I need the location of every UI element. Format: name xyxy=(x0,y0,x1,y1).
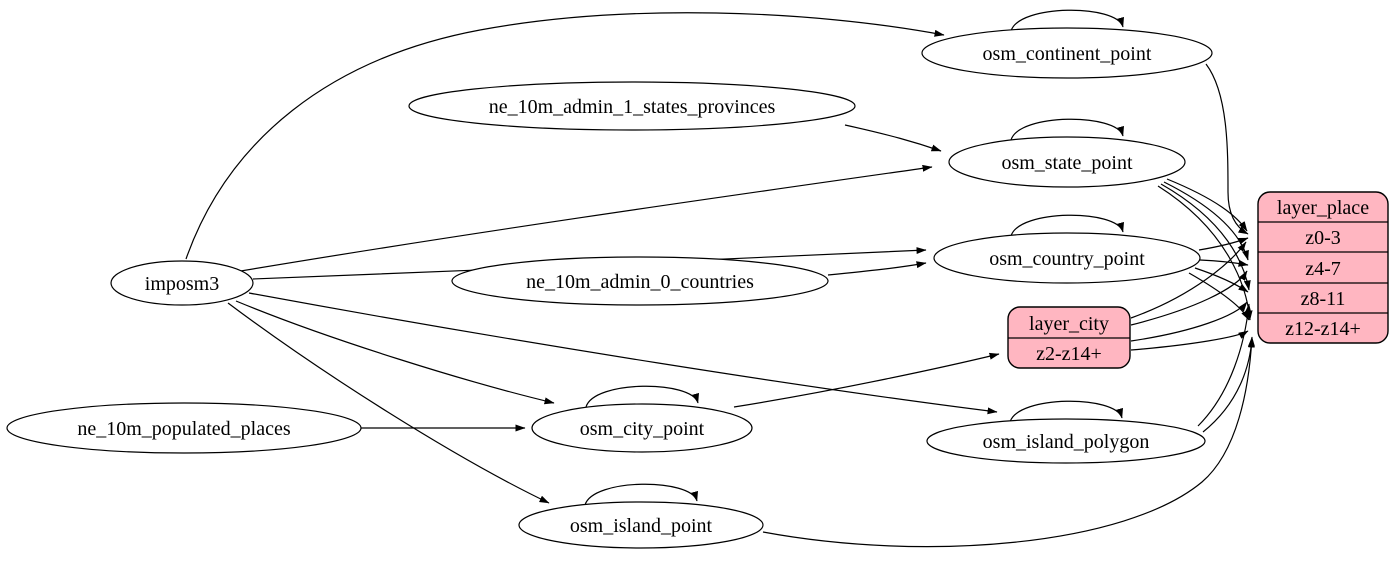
osm_continent_point-label: osm_continent_point xyxy=(983,43,1152,65)
osm_state_point-shape xyxy=(948,136,1186,188)
edge-layer_city-to-layer_place-z12-z14 xyxy=(1130,330,1249,351)
edge-osm_island_polygon-to-layer_place-z8-11 xyxy=(1197,303,1252,427)
edge-selfloop-osm_continent_point xyxy=(1010,9,1124,32)
edge-osm_country_point-to-layer_place-z0-3 xyxy=(1198,237,1249,251)
layer_place-row-z8-11: z8-11 xyxy=(1301,288,1346,310)
edge-layer_city-to-layer_place-z4-7 xyxy=(1130,270,1248,326)
layer_place-row-z4-7: z4-7 xyxy=(1305,258,1341,280)
node-imposm3: imposm3 xyxy=(110,260,254,306)
node-layer_city: layer_city z2-z14+ xyxy=(1007,306,1131,369)
node-ne_10m_admin_1_states_provinces: ne_10m_admin_1_states_provinces xyxy=(408,81,856,131)
edge-osm_state_point-to-layer_place-z0-3 xyxy=(1166,178,1248,232)
node-osm_country_point: osm_country_point xyxy=(933,232,1201,284)
edge-osm_country_point-to-layer_place-z8-11 xyxy=(1194,267,1249,293)
osm_island_point-label: osm_island_point xyxy=(570,515,713,537)
imposm3-shape xyxy=(110,260,254,306)
ne_10m_admin_0_countries-shape xyxy=(451,256,829,306)
edge-imposm3-to-osm_state_point xyxy=(210,164,933,277)
node-osm_city_point: osm_city_point xyxy=(531,403,753,453)
osm_island_point-shape xyxy=(518,501,764,549)
edge-selfloop-osm_state_point xyxy=(1010,118,1124,141)
edge-ne_10m_admin_0_countries-to-osm_country_point xyxy=(827,261,927,276)
ne_10m_populated_places-label: ne_10m_populated_places xyxy=(77,418,290,440)
layer_place-row-z0-3: z0-3 xyxy=(1305,227,1341,249)
osm_island_polygon-label: osm_island_polygon xyxy=(983,431,1150,453)
edges xyxy=(185,9,1255,548)
edge-osm_continent_point-to-layer_place-z0-3 xyxy=(1205,63,1249,235)
ne_10m_populated_places-shape xyxy=(6,402,362,454)
ne_10m_admin_0_countries-label: ne_10m_admin_0_countries xyxy=(526,271,754,293)
osm_state_point-label: osm_state_point xyxy=(1001,152,1133,174)
edge-osm_city_point-to-layer_city-z2-z14 xyxy=(733,352,1000,408)
edge-layer_city-to-layer_place-z0-3 xyxy=(1130,241,1247,319)
edge-imposm3-to-osm_continent_point xyxy=(185,12,945,260)
edge-ne_10m_admin_1_states_provinces-to-osm_state_point xyxy=(844,124,942,152)
layer_city-row-z2-z14: z2-z14+ xyxy=(1036,343,1102,365)
edge-imposm3-to-osm_island_polygon xyxy=(248,292,998,415)
edge-imposm3-to-osm_city_point xyxy=(235,300,555,405)
osm_country_point-label: osm_country_point xyxy=(989,248,1145,270)
edge-layer_city-to-layer_place-z8-11 xyxy=(1130,301,1248,342)
osm_city_point-shape xyxy=(531,403,753,453)
osm_continent_point-shape xyxy=(921,27,1213,79)
imposm3-label: imposm3 xyxy=(145,273,219,295)
edge-selfloop-osm_island_point xyxy=(584,483,698,506)
edge-osm_island_point-to-layer_place-z12-z14 xyxy=(762,336,1255,548)
edge-osm_state_point-to-layer_place-z8-11 xyxy=(1160,183,1251,291)
edge-selfloop-osm_country_point xyxy=(1010,214,1124,237)
osm_country_point-shape xyxy=(933,232,1201,284)
layer_place-shape xyxy=(1257,191,1389,344)
edge-selfloop-osm_city_point xyxy=(585,385,699,408)
layer_place-row-z12-z14: z12-z14+ xyxy=(1285,318,1361,340)
node-osm_continent_point: osm_continent_point xyxy=(921,27,1213,79)
layer_city-title: layer_city xyxy=(1029,313,1109,335)
osm_island_polygon-shape xyxy=(926,418,1206,464)
node-ne_10m_populated_places: ne_10m_populated_places xyxy=(6,402,362,454)
edge-imposm3-to-osm_island_point xyxy=(227,302,550,504)
ne_10m_admin_1_states_provinces-shape xyxy=(408,81,856,131)
edge-osm_state_point-to-layer_place-z4-7 xyxy=(1163,181,1249,261)
osm_city_point-label: osm_city_point xyxy=(580,418,705,440)
edge-selfloop-osm_island_polygon xyxy=(1009,400,1123,423)
node-osm_state_point: osm_state_point xyxy=(948,136,1186,188)
node-osm_island_polygon: osm_island_polygon xyxy=(926,418,1206,464)
ne_10m_admin_1_states_provinces-label: ne_10m_admin_1_states_provinces xyxy=(489,96,776,118)
layer_place-title: layer_place xyxy=(1277,197,1369,219)
node-osm_island_point: osm_island_point xyxy=(518,501,764,549)
node-layer_place: layer_place z0-3 z4-7 z8-11 z12-z14+ xyxy=(1257,191,1389,344)
edge-osm_island_polygon-to-layer_place-z12-z14 xyxy=(1202,337,1255,433)
node-ne_10m_admin_0_countries: ne_10m_admin_0_countries xyxy=(451,256,829,306)
